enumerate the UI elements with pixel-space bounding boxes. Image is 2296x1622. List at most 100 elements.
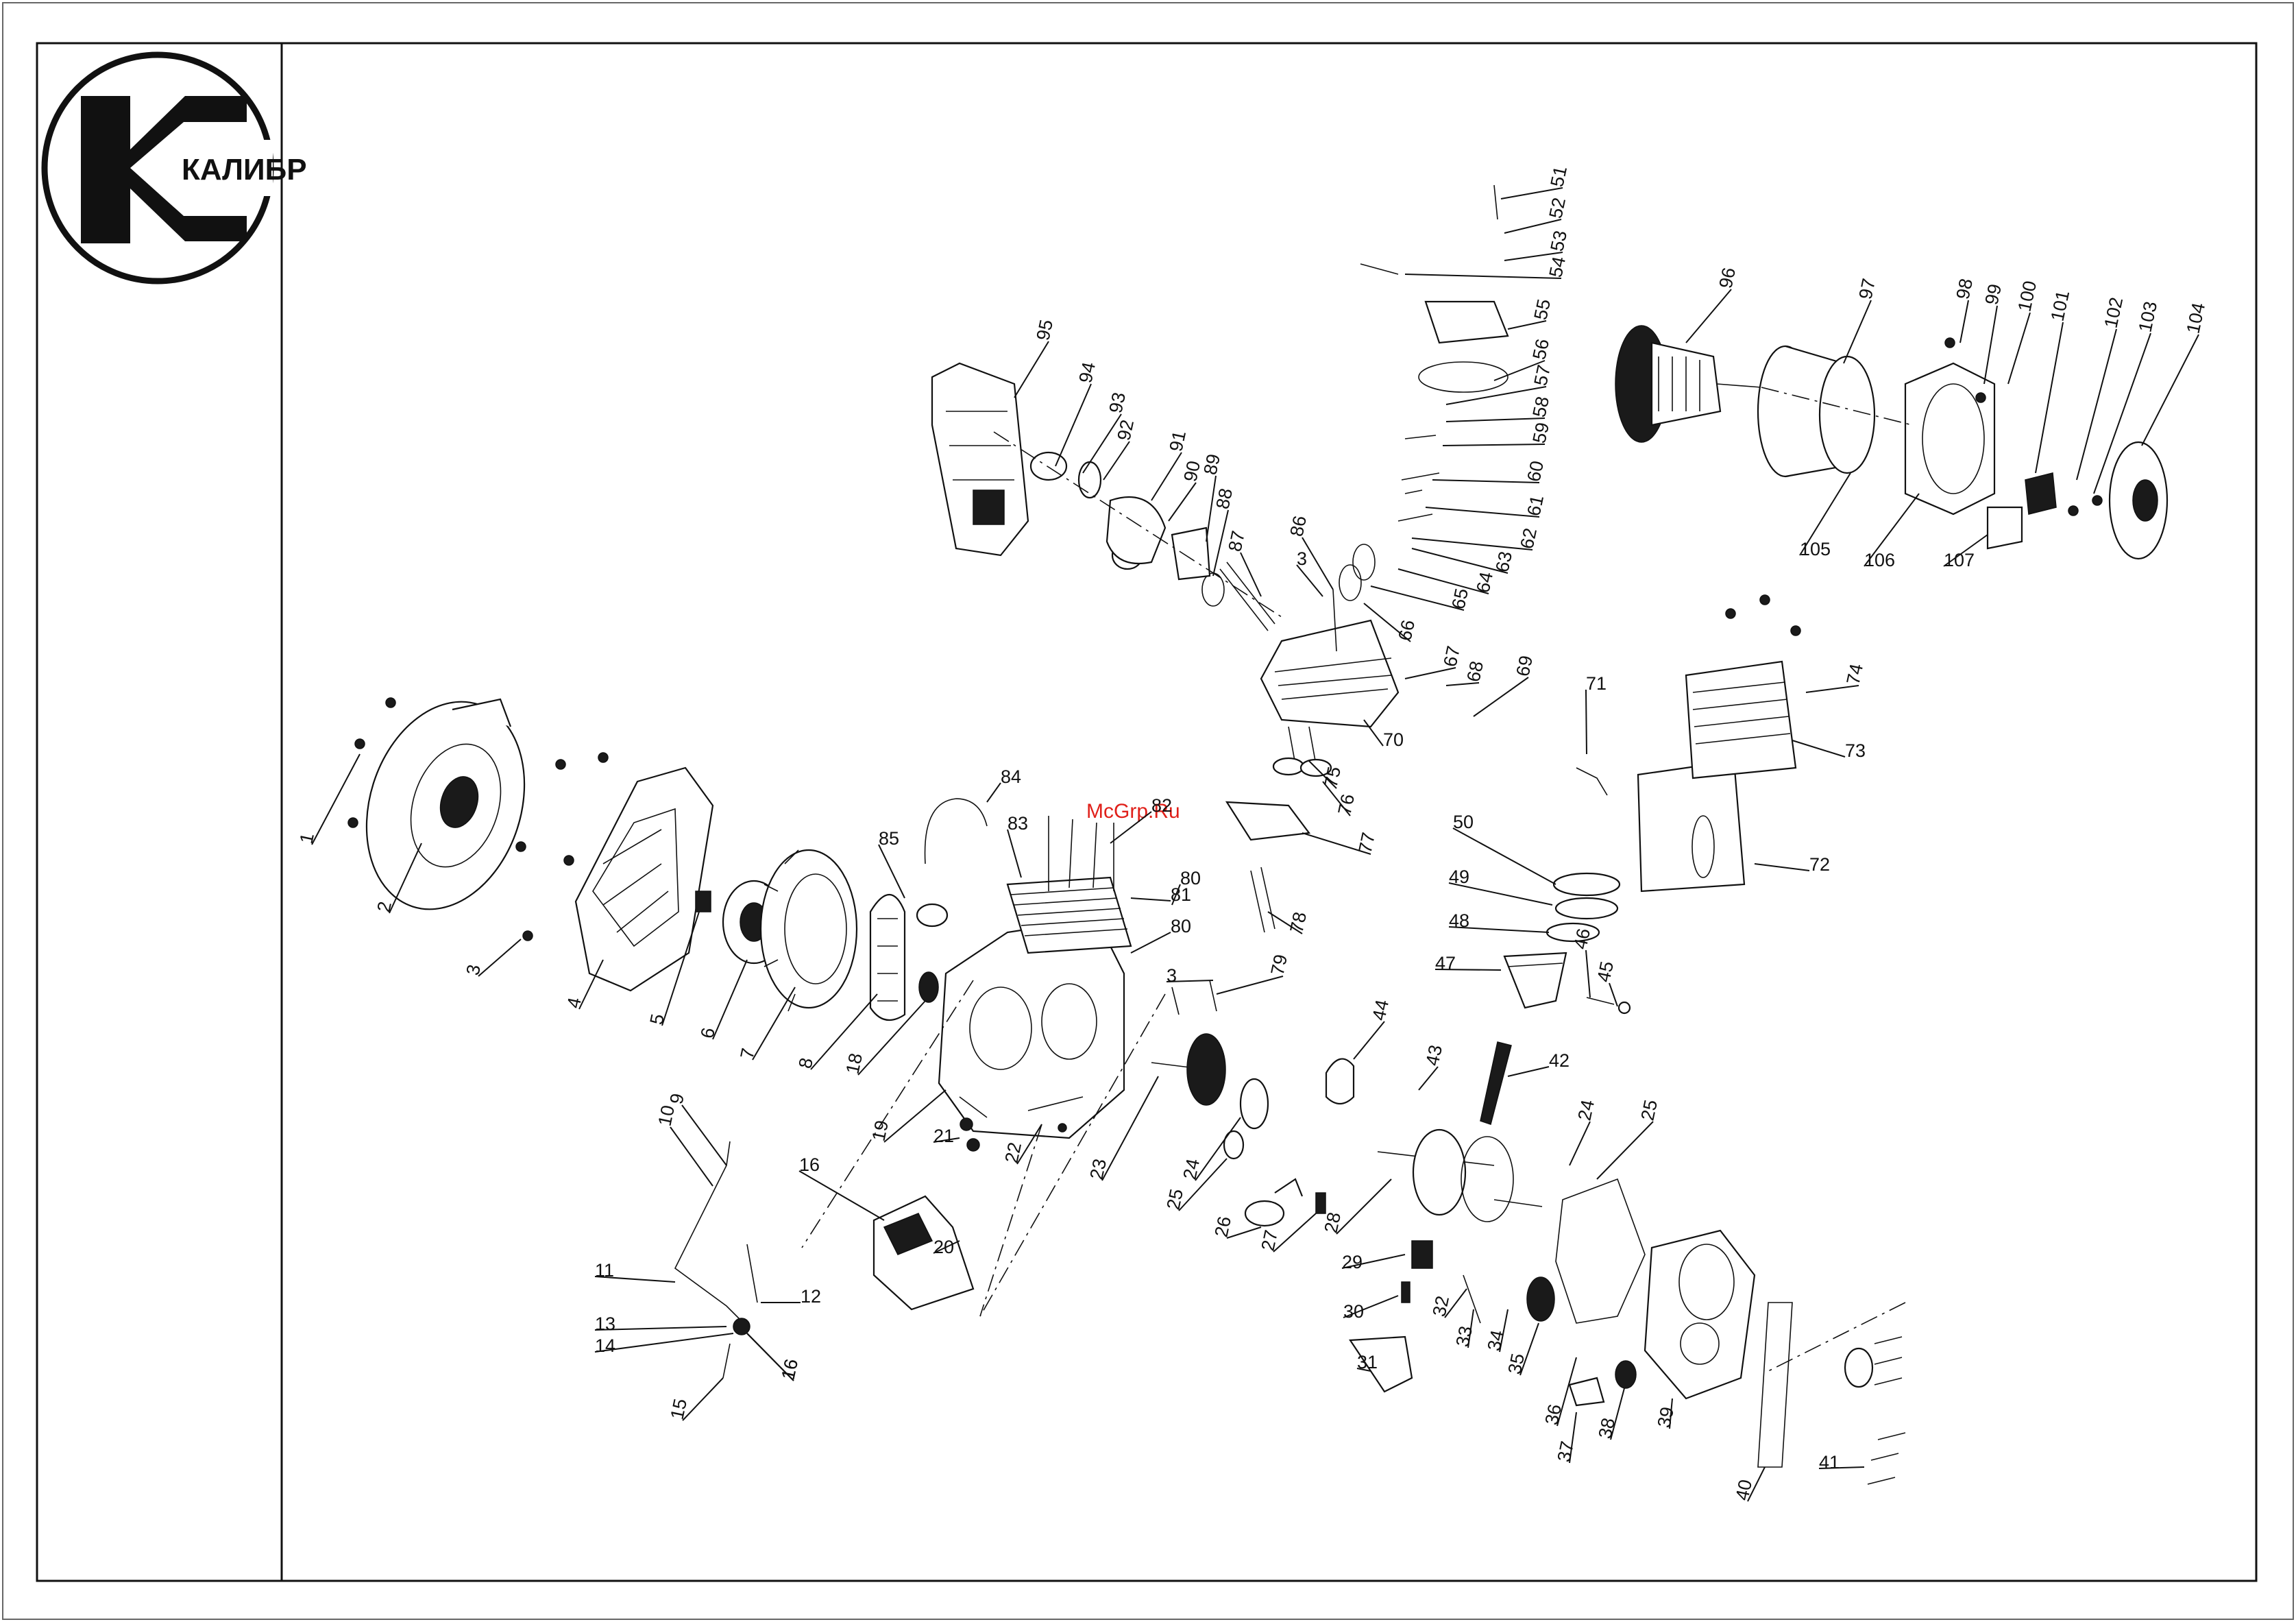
callout-leader bbox=[746, 1333, 794, 1381]
part-number-label: 87 bbox=[1225, 529, 1249, 554]
callout-91: 91 bbox=[1151, 429, 1190, 501]
callout-77: 77 bbox=[1302, 831, 1379, 855]
part-number-label: 90 bbox=[1180, 459, 1205, 484]
governor-bracket bbox=[872, 1195, 975, 1311]
callout-leader bbox=[1669, 1398, 1673, 1429]
callout-85: 85 bbox=[878, 828, 905, 899]
part-number-label: 92 bbox=[1114, 418, 1138, 443]
callout-leader bbox=[1445, 417, 1546, 422]
callout-55: 55 bbox=[1507, 298, 1554, 330]
callout-leader bbox=[682, 1377, 724, 1421]
part-number-label: 67 bbox=[1440, 644, 1465, 669]
part-number-label: 41 bbox=[1819, 1452, 1840, 1473]
part-number-label: 34 bbox=[1484, 1329, 1509, 1353]
callout-leader bbox=[857, 1000, 926, 1076]
part-number-label: 66 bbox=[1395, 618, 1419, 643]
rocker-components bbox=[1339, 435, 1440, 601]
part-number-label: 25 bbox=[1163, 1187, 1188, 1212]
air-filter-housing bbox=[931, 362, 1029, 557]
ignition-clip-85 bbox=[916, 903, 949, 928]
callout-leader bbox=[1444, 1288, 1467, 1318]
part-number-label: 4 bbox=[563, 995, 585, 1010]
callout-leader bbox=[1356, 1368, 1371, 1372]
part-number-label: 19 bbox=[868, 1119, 893, 1143]
callout-leader bbox=[1864, 493, 1920, 567]
callout-28: 28 bbox=[1321, 1178, 1392, 1235]
part-number-label: 80 bbox=[1171, 916, 1191, 936]
part-number-label: 51 bbox=[1547, 165, 1572, 189]
callout-leader bbox=[1166, 980, 1214, 982]
callout-leader bbox=[1507, 1066, 1550, 1077]
part-32 bbox=[1463, 1274, 1481, 1324]
callout-37: 37 bbox=[1554, 1412, 1578, 1464]
callout-leader bbox=[1452, 827, 1556, 885]
part-number-label: 57 bbox=[1530, 363, 1555, 388]
callout-25: 25 bbox=[1163, 1158, 1228, 1212]
part-number-label: 64 bbox=[1473, 570, 1498, 595]
centerline-c bbox=[979, 993, 1166, 1317]
side-cover-gasket bbox=[1555, 1178, 1646, 1324]
part-number-label: 35 bbox=[1504, 1352, 1529, 1377]
callout-105: 105 bbox=[1799, 472, 1851, 559]
callout-38: 38 bbox=[1595, 1388, 1625, 1441]
part-number-label: 40 bbox=[1732, 1478, 1757, 1503]
callout-leader bbox=[2093, 332, 2151, 494]
callout-leader bbox=[752, 986, 796, 1061]
part-number-label: 20 bbox=[933, 1237, 954, 1257]
callout-74: 74 bbox=[1805, 662, 1867, 693]
part-number-label: 44 bbox=[1369, 998, 1393, 1023]
callout-leader bbox=[1296, 564, 1323, 597]
callout-76: 76 bbox=[1322, 781, 1358, 816]
breather-valve bbox=[1325, 1058, 1355, 1105]
callout-11: 11 bbox=[594, 1260, 676, 1283]
callout-leader bbox=[1747, 1466, 1766, 1502]
callout-leader bbox=[1267, 911, 1303, 934]
callout-leader bbox=[933, 1137, 960, 1143]
part-number-label: 45 bbox=[1593, 960, 1618, 984]
callout-82: 82 bbox=[1110, 795, 1172, 844]
callout-93: 93 bbox=[1082, 391, 1129, 474]
callout-4: 4 bbox=[563, 959, 604, 1010]
part-number-label: 23 bbox=[1086, 1157, 1111, 1182]
callout-leader bbox=[1467, 1309, 1474, 1348]
misc-screws bbox=[347, 337, 2103, 1152]
part-number-label: 52 bbox=[1546, 196, 1570, 221]
part-number-label: 33 bbox=[1452, 1324, 1477, 1349]
recoil-starter-cover bbox=[365, 698, 526, 910]
callout-44: 44 bbox=[1353, 998, 1393, 1060]
callout-leader bbox=[2076, 328, 2117, 481]
part-number-label: 11 bbox=[595, 1260, 614, 1281]
part-number-label: 65 bbox=[1448, 587, 1473, 612]
callout-leader bbox=[933, 1240, 960, 1254]
piston-ring-50 bbox=[1552, 872, 1621, 897]
callout-20: 20 bbox=[933, 1237, 960, 1257]
part-number-label: 28 bbox=[1321, 1211, 1345, 1235]
part-number-label: 46 bbox=[1570, 927, 1595, 952]
callout-leader bbox=[1504, 252, 1563, 261]
brand-logo: КАЛИБР bbox=[41, 51, 307, 285]
pin-clip bbox=[1617, 1001, 1631, 1015]
callout-87: 87 bbox=[1225, 529, 1262, 597]
callout-83: 83 bbox=[1007, 813, 1028, 878]
part-number-label: 78 bbox=[1286, 910, 1311, 935]
callout-leader bbox=[878, 844, 905, 899]
brush-holder bbox=[2025, 472, 2057, 515]
callout-2: 2 bbox=[374, 843, 422, 914]
part-number-label: 38 bbox=[1595, 1416, 1620, 1441]
drawing-frame bbox=[36, 42, 2258, 1582]
part-number-label: 61 bbox=[1524, 494, 1548, 518]
callout-57: 57 bbox=[1445, 363, 1555, 405]
part-number-label: 60 bbox=[1524, 459, 1548, 484]
callout-89: 89 bbox=[1200, 452, 1224, 542]
callout-leader bbox=[1425, 507, 1540, 518]
cylinder-bolts bbox=[1048, 816, 1114, 891]
head-gasket bbox=[1225, 801, 1311, 841]
oil-filter-screen bbox=[1757, 1302, 1793, 1468]
part-number-label: 3 bbox=[463, 963, 485, 977]
part-number-label: 31 bbox=[1357, 1352, 1378, 1372]
part-31 bbox=[1349, 1335, 1413, 1393]
tappets bbox=[1244, 1178, 1304, 1227]
callout-90: 90 bbox=[1168, 459, 1205, 522]
part-number-label: 56 bbox=[1529, 337, 1554, 362]
callout-98: 98 bbox=[1953, 277, 1977, 343]
